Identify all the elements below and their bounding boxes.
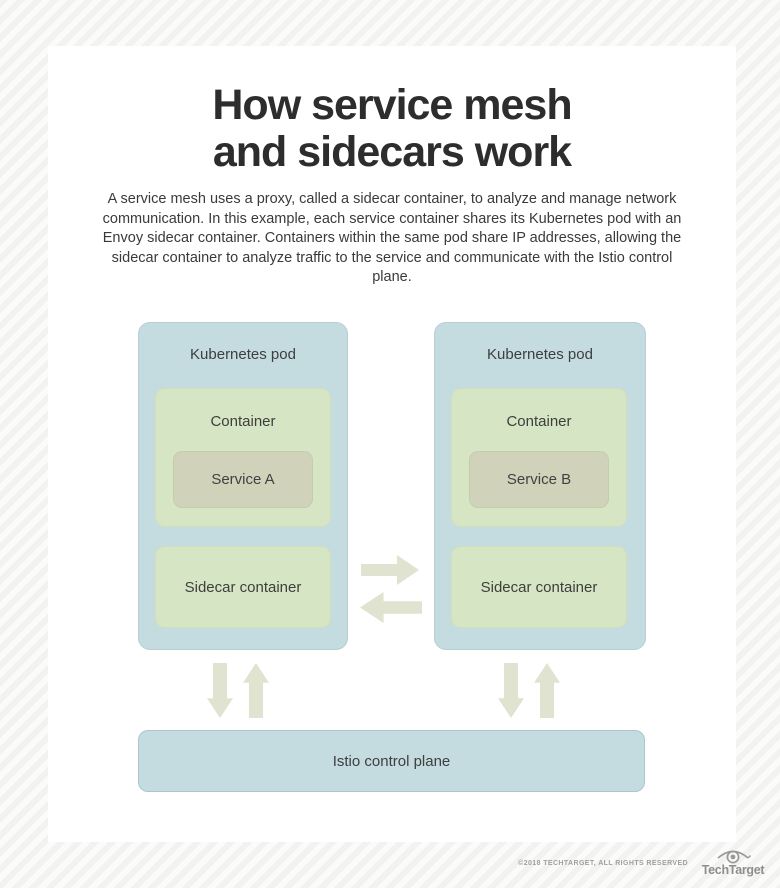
right-arrow-icon — [361, 555, 419, 585]
infographic-card: How service mesh and sidecars work A ser… — [48, 46, 736, 842]
down-arrow-icon — [207, 663, 233, 718]
container-box-b: Container Service B — [451, 388, 627, 527]
service-a-label: Service A — [211, 471, 275, 488]
service-b-box: Service B — [469, 451, 609, 508]
sidecar-a-label: Sidecar container — [184, 578, 302, 596]
title-line-1: How service mesh — [212, 81, 572, 129]
container-b-label: Container — [506, 413, 572, 430]
description-text: A service mesh uses a proxy, called a si… — [102, 191, 682, 285]
control-plane-label: Istio control plane — [332, 752, 451, 770]
up-arrow-icon — [243, 663, 269, 718]
title-line-2: and sidecars work — [212, 128, 572, 176]
copyright-text: ©2018 TECHTARGET, ALL RIGHTS RESERVED — [518, 860, 688, 867]
service-b-label: Service B — [506, 471, 572, 488]
kubernetes-pod-a: Kubernetes pod Container Service A Sidec… — [138, 322, 348, 650]
down-arrow-icon — [498, 663, 524, 718]
kubernetes-pod-b: Kubernetes pod Container Service B Sidec… — [434, 322, 646, 650]
page-title: How service mesh and sidecars work — [48, 82, 736, 176]
sidecar-box-b: Sidecar container — [451, 546, 627, 628]
eye-icon — [717, 850, 752, 864]
brand-name: TechTarget — [701, 863, 765, 877]
pod-a-label: Kubernetes pod — [190, 346, 296, 363]
pod-b-label: Kubernetes pod — [487, 346, 593, 363]
istio-control-plane-box: Istio control plane — [138, 730, 645, 792]
techtarget-logo: TechTarget — [696, 844, 770, 877]
container-box-a: Container Service A — [155, 388, 331, 527]
left-arrow-icon — [360, 592, 422, 623]
sidecar-b-label: Sidecar container — [480, 578, 598, 596]
up-arrow-icon — [534, 663, 560, 718]
service-a-box: Service A — [173, 451, 313, 508]
container-a-label: Container — [210, 413, 276, 430]
sidecar-box-a: Sidecar container — [155, 546, 331, 628]
